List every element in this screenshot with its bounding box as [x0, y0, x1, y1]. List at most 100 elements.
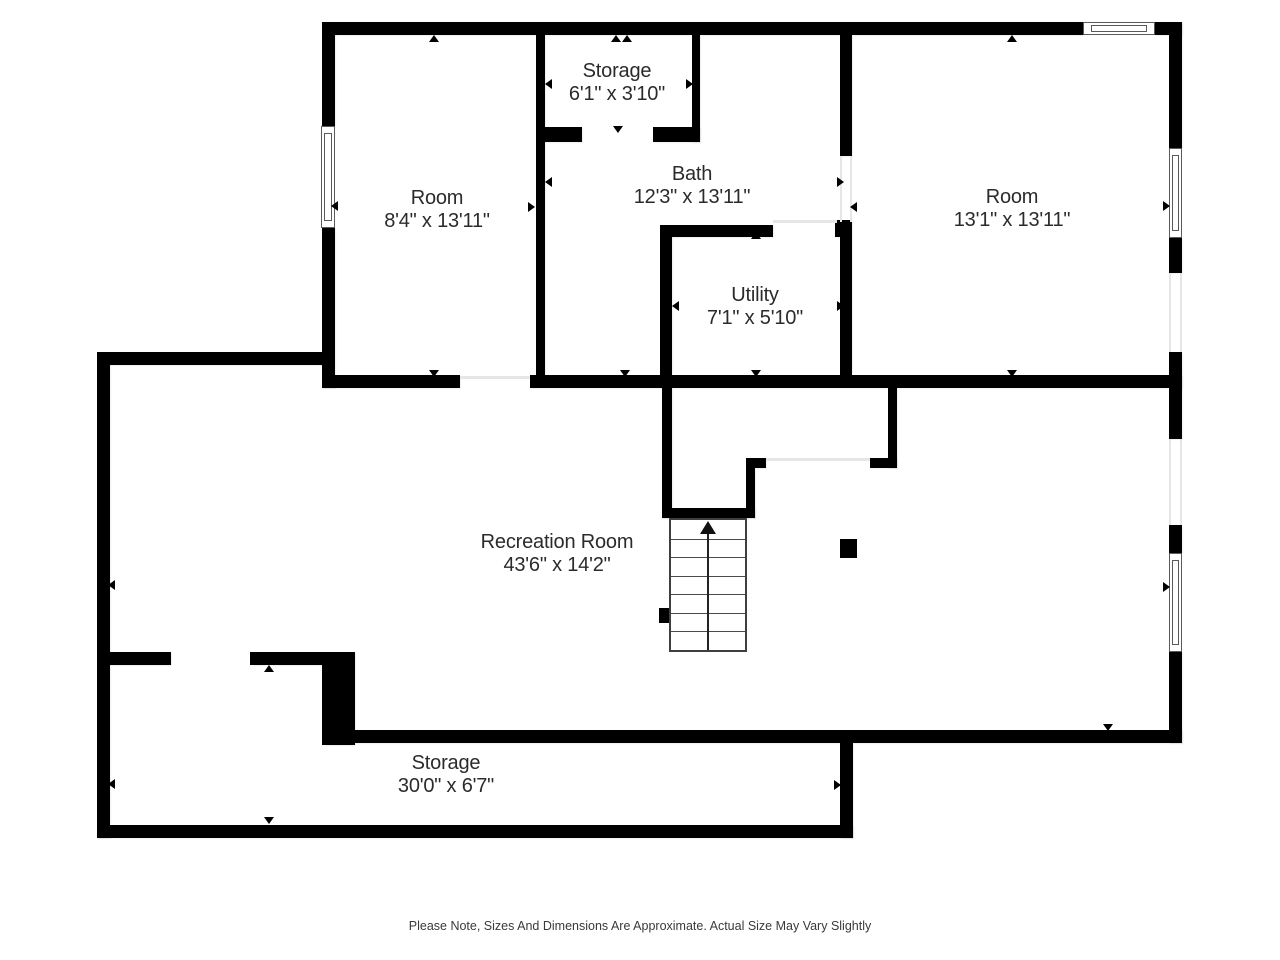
room-dimensions: 43'6" x 14'2": [503, 554, 611, 576]
dimension-arrow-icon: [108, 580, 115, 590]
room-name: Room: [985, 186, 1039, 208]
wall: [1169, 525, 1182, 553]
disclaimer-note: Please Note, Sizes And Dimensions Are Ap…: [408, 919, 872, 933]
room-label-recreation-room: Recreation Room 43'6" x 14'2": [481, 531, 634, 577]
wall: [660, 225, 773, 237]
door-opening: [850, 156, 852, 222]
wall: [108, 652, 171, 665]
wall: [536, 127, 582, 142]
wall: [653, 127, 700, 142]
wall: [322, 375, 460, 388]
dimension-arrow-icon: [1103, 724, 1113, 731]
door-opening: [1169, 273, 1171, 352]
dimension-arrow-icon: [611, 35, 621, 42]
dimension-arrow-icon: [620, 370, 630, 377]
dimension-arrow-icon: [837, 177, 844, 187]
dimension-arrow-icon: [672, 301, 679, 311]
window-glass: [324, 133, 332, 221]
dimension-arrow-icon: [751, 370, 761, 377]
wall: [322, 22, 335, 126]
wall: [755, 458, 766, 468]
window-glass: [1172, 560, 1179, 645]
room-label-bath: Bath 12'3" x 13'11": [634, 163, 751, 209]
dimension-arrow-icon: [837, 301, 844, 311]
wall: [322, 22, 1083, 35]
door-opening: [460, 376, 530, 379]
room-name: Storage: [411, 752, 481, 774]
room-name: Recreation Room: [480, 531, 634, 553]
room-name: Storage: [582, 60, 652, 82]
room-label-storage-bottom: Storage 30'0" x 6'7": [398, 752, 494, 798]
wall: [888, 388, 897, 468]
wall: [250, 652, 322, 665]
room-dimensions: 13'1" x 13'11": [953, 209, 1071, 231]
dimension-arrow-icon: [429, 35, 439, 42]
dimension-arrow-icon: [1007, 370, 1017, 377]
dimension-arrow-icon: [613, 126, 623, 133]
stair-direction-line: [707, 533, 709, 650]
room-dimensions: 7'1" x 5'10": [706, 307, 804, 329]
wall: [536, 35, 545, 375]
wall: [1169, 238, 1182, 273]
wall: [322, 228, 335, 388]
window-glass: [1172, 155, 1179, 231]
wall: [840, 35, 852, 156]
dimension-arrow-icon: [1163, 201, 1170, 211]
dimension-arrow-icon: [545, 177, 552, 187]
staircase: [669, 518, 747, 652]
dimension-arrow-icon: [622, 35, 632, 42]
room-dimensions: 6'1" x 3'10": [568, 83, 666, 105]
wall: [662, 508, 755, 518]
room-label-utility: Utility 7'1" x 5'10": [707, 284, 803, 330]
dimension-arrow-icon: [429, 370, 439, 377]
room-label-room-1: Room 8'4" x 13'11": [384, 187, 490, 233]
wall: [97, 825, 853, 838]
dimension-arrow-icon: [108, 779, 115, 789]
dimension-arrow-icon: [1163, 582, 1170, 592]
dimension-arrow-icon: [331, 201, 338, 211]
door-opening: [1180, 273, 1182, 352]
wall: [840, 237, 852, 377]
dimension-arrow-icon: [850, 202, 857, 212]
dimension-arrow-icon: [264, 817, 274, 824]
window-glass: [1091, 25, 1147, 32]
wall: [746, 458, 755, 518]
wall: [692, 35, 700, 142]
room-dimensions: 30'0" x 6'7": [397, 775, 495, 797]
dimension-arrow-icon: [834, 780, 841, 790]
dimension-arrow-icon: [1007, 35, 1017, 42]
dimension-arrow-icon: [751, 232, 761, 239]
room-dimensions: 8'4" x 13'11": [384, 210, 490, 232]
door-opening: [1169, 439, 1171, 525]
wall: [840, 743, 853, 838]
stair-up-arrow-icon: [700, 521, 716, 534]
column-post: [659, 608, 670, 623]
wall: [870, 458, 897, 468]
wall: [355, 730, 1182, 743]
window-icon: [1169, 148, 1182, 238]
wall: [322, 652, 355, 745]
wall: [1169, 22, 1182, 148]
room-label-storage-top: Storage 6'1" x 3'10": [569, 60, 665, 106]
window-icon: [321, 126, 335, 228]
room-name: Bath: [671, 163, 713, 185]
wall: [1169, 352, 1182, 439]
window-icon: [1083, 22, 1155, 35]
column-post: [840, 539, 857, 558]
room-label-room-2: Room 13'1" x 13'11": [954, 186, 1071, 232]
wall: [660, 225, 672, 388]
room-dimensions: 12'3" x 13'11": [633, 186, 751, 208]
room-name: Room: [410, 187, 464, 209]
dimension-arrow-icon: [545, 79, 552, 89]
wall: [97, 352, 110, 838]
wall: [835, 220, 852, 237]
room-name: Utility: [731, 284, 779, 306]
door-opening: [840, 156, 842, 222]
dimension-arrow-icon: [264, 665, 274, 672]
wall: [1169, 652, 1182, 743]
wall: [530, 375, 1182, 388]
wall: [662, 388, 672, 518]
wall: [97, 352, 333, 365]
dimension-arrow-icon: [528, 202, 535, 212]
